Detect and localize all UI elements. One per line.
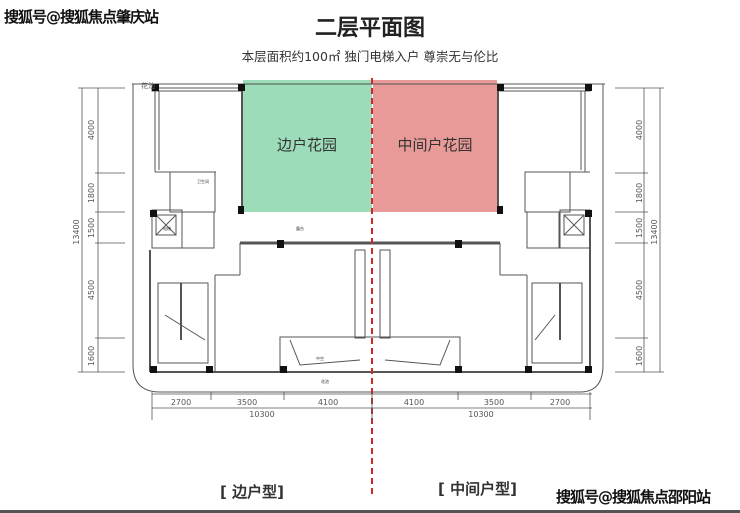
garden-left bbox=[243, 80, 372, 212]
bathroom-label: 卫生间 bbox=[197, 178, 209, 184]
caption-left-unit: [ 边户型] bbox=[220, 483, 284, 501]
dimension-left bbox=[78, 87, 125, 373]
garden-left-label: 边户花园 bbox=[277, 136, 337, 154]
dimension-right bbox=[615, 87, 664, 373]
dim-h-r-1: 4100 bbox=[404, 398, 424, 407]
page-title: 二层平面图 bbox=[314, 16, 425, 41]
dim-v-total: 13400 bbox=[72, 219, 81, 244]
dim-h-r-total: 10300 bbox=[468, 410, 493, 419]
dim-v-1: 4000 bbox=[87, 120, 96, 140]
watermark-bottom: 搜狐号@搜狐焦点邵阳站 bbox=[556, 488, 711, 506]
dim-h-l-1: 2700 bbox=[171, 398, 191, 407]
flower-bed-label: 花池 bbox=[141, 81, 155, 90]
dim-h-l-2: 3500 bbox=[237, 398, 257, 407]
dim-v-r-total: 13400 bbox=[650, 219, 659, 244]
dim-v-2: 1800 bbox=[87, 183, 96, 203]
walls bbox=[132, 83, 605, 393]
elevator-label: 电梯 bbox=[163, 225, 171, 231]
bottom-border bbox=[0, 510, 740, 513]
dim-v-r-3: 1500 bbox=[635, 218, 644, 238]
dim-h-l-total: 10300 bbox=[249, 410, 274, 419]
caption-middle-unit: [ 中间户型] bbox=[438, 480, 517, 498]
dim-v-r-2: 1800 bbox=[635, 183, 644, 203]
void-label: 中空 bbox=[316, 355, 324, 361]
terrace-label: 露台 bbox=[296, 225, 304, 231]
garden-right bbox=[373, 80, 497, 212]
watermark-top: 搜狐号@搜狐焦点肇庆站 bbox=[4, 8, 159, 26]
garden-right-label: 中间户花园 bbox=[397, 136, 472, 154]
dim-h-l-3: 4100 bbox=[318, 398, 338, 407]
dim-v-4: 4500 bbox=[87, 280, 96, 300]
dim-h-r-2: 3500 bbox=[484, 398, 504, 407]
dim-v-r-5: 1600 bbox=[635, 346, 644, 366]
page-subtitle: 本层面积约100㎡ 独门电梯入户 尊崇无与伦比 bbox=[241, 49, 499, 64]
planter-label: 花池 bbox=[321, 378, 329, 384]
dim-v-r-4: 4500 bbox=[635, 280, 644, 300]
dimension-bottom bbox=[151, 392, 592, 420]
dim-h-r-3: 2700 bbox=[550, 398, 570, 407]
dim-v-3: 1500 bbox=[87, 218, 96, 238]
dim-v-r-1: 4000 bbox=[635, 120, 644, 140]
dim-v-5: 1600 bbox=[87, 346, 96, 366]
